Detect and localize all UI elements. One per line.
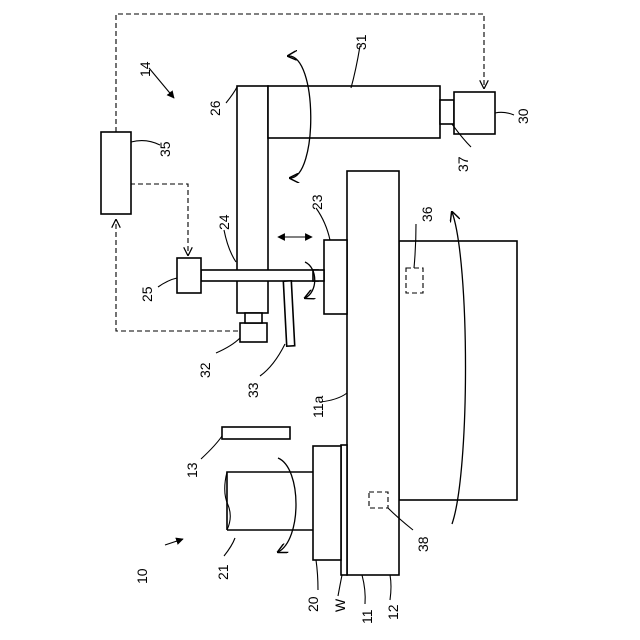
nozzle-13: [222, 427, 290, 439]
label-26: 26: [207, 100, 223, 116]
label-38: 38: [415, 536, 431, 552]
label-13: 13: [184, 462, 200, 478]
coupling-37: [440, 100, 454, 124]
label-20: 20: [305, 596, 321, 612]
wafer-W: [341, 445, 347, 575]
label-33: 33: [245, 382, 261, 398]
label-37: 37: [455, 156, 471, 172]
label-14: 14: [137, 61, 153, 77]
label-35: 35: [157, 141, 173, 157]
label-36: 36: [419, 206, 435, 222]
turntable-12: [399, 241, 517, 500]
label-12: 12: [385, 604, 401, 620]
head-23: [324, 240, 347, 314]
label-W: W: [332, 598, 348, 612]
chuck-table-11: [347, 171, 399, 575]
label-21: 21: [215, 564, 231, 580]
actuator-25: [177, 258, 201, 293]
label-24: 24: [216, 214, 232, 230]
motor-30: [454, 92, 495, 134]
label-25: 25: [139, 286, 155, 302]
grinding-wheel-20: [313, 446, 341, 560]
arm-31: [268, 86, 440, 138]
spindle-21: [227, 472, 313, 530]
label-11: 11: [359, 609, 375, 624]
shaft-24: [201, 270, 318, 281]
encoder-32: [240, 323, 267, 342]
label-11a: 11a: [310, 395, 326, 418]
controller-35: [101, 132, 131, 214]
encoder-32-mount: [245, 313, 262, 323]
label-10: 10: [134, 568, 150, 584]
label-30: 30: [515, 108, 531, 124]
label-31: 31: [353, 34, 369, 50]
probe-33: [283, 281, 294, 346]
label-32: 32: [197, 362, 213, 378]
label-23: 23: [309, 194, 325, 210]
